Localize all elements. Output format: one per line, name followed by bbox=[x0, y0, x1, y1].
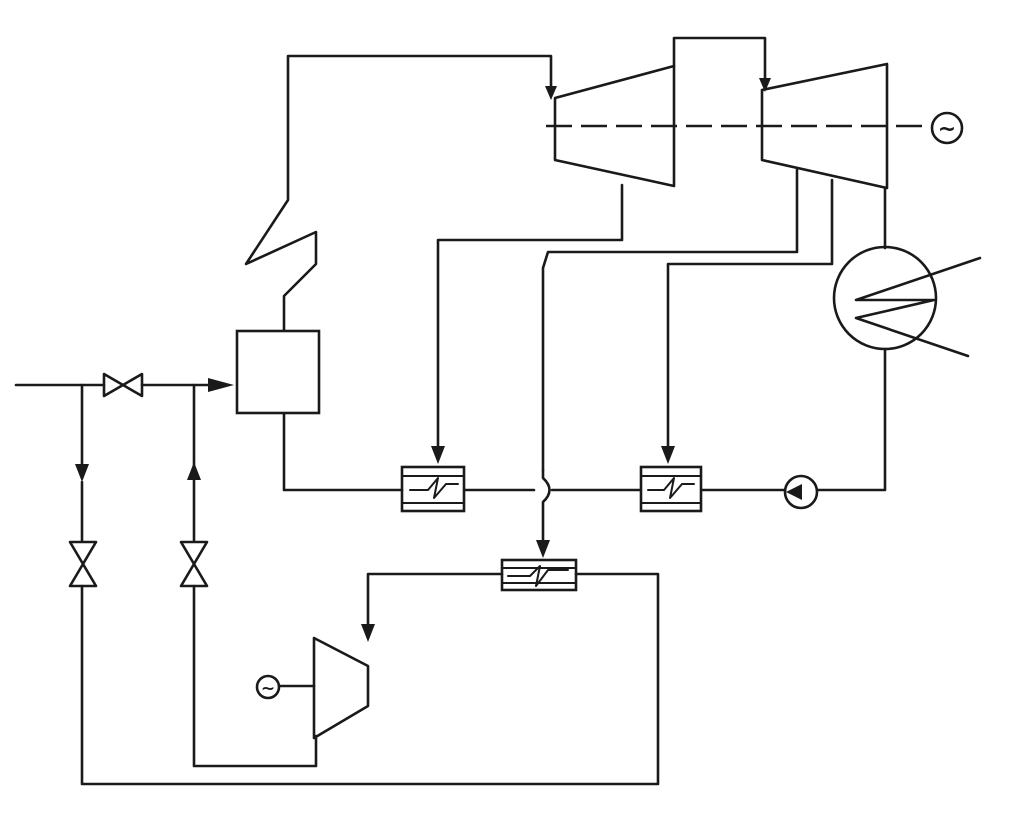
supply-valve[interactable] bbox=[102, 372, 144, 398]
supply-line bbox=[14, 378, 234, 392]
aux-heater bbox=[500, 558, 578, 592]
aux-generator-symbol: ~ bbox=[261, 679, 275, 699]
aux-turbine-feed-line bbox=[361, 572, 504, 642]
lp-extraction-line-2 bbox=[661, 178, 834, 464]
left-branch-line bbox=[75, 383, 660, 786]
aux-turbine bbox=[312, 636, 370, 740]
left-branch-valve[interactable] bbox=[68, 540, 98, 588]
hp-extraction-line bbox=[431, 183, 624, 464]
feed-pump bbox=[783, 474, 819, 510]
main-generator: ~ bbox=[930, 111, 964, 145]
lp-heater bbox=[639, 465, 703, 513]
main-steam-line bbox=[244, 54, 557, 332]
feedwater-line bbox=[282, 412, 787, 492]
lp-turbine bbox=[760, 62, 889, 190]
hp-turbine bbox=[553, 64, 676, 188]
crossover-pipe bbox=[672, 36, 771, 92]
aux-generator: ~ bbox=[255, 674, 316, 700]
condensate-line bbox=[816, 347, 887, 492]
hp-heater bbox=[400, 465, 466, 513]
boiler bbox=[235, 329, 321, 415]
right-branch-line bbox=[187, 383, 318, 768]
lp-extraction-line-1 bbox=[536, 168, 799, 558]
condenser bbox=[832, 245, 982, 358]
generator-symbol: ~ bbox=[938, 117, 956, 142]
right-branch-valve[interactable] bbox=[179, 540, 209, 588]
